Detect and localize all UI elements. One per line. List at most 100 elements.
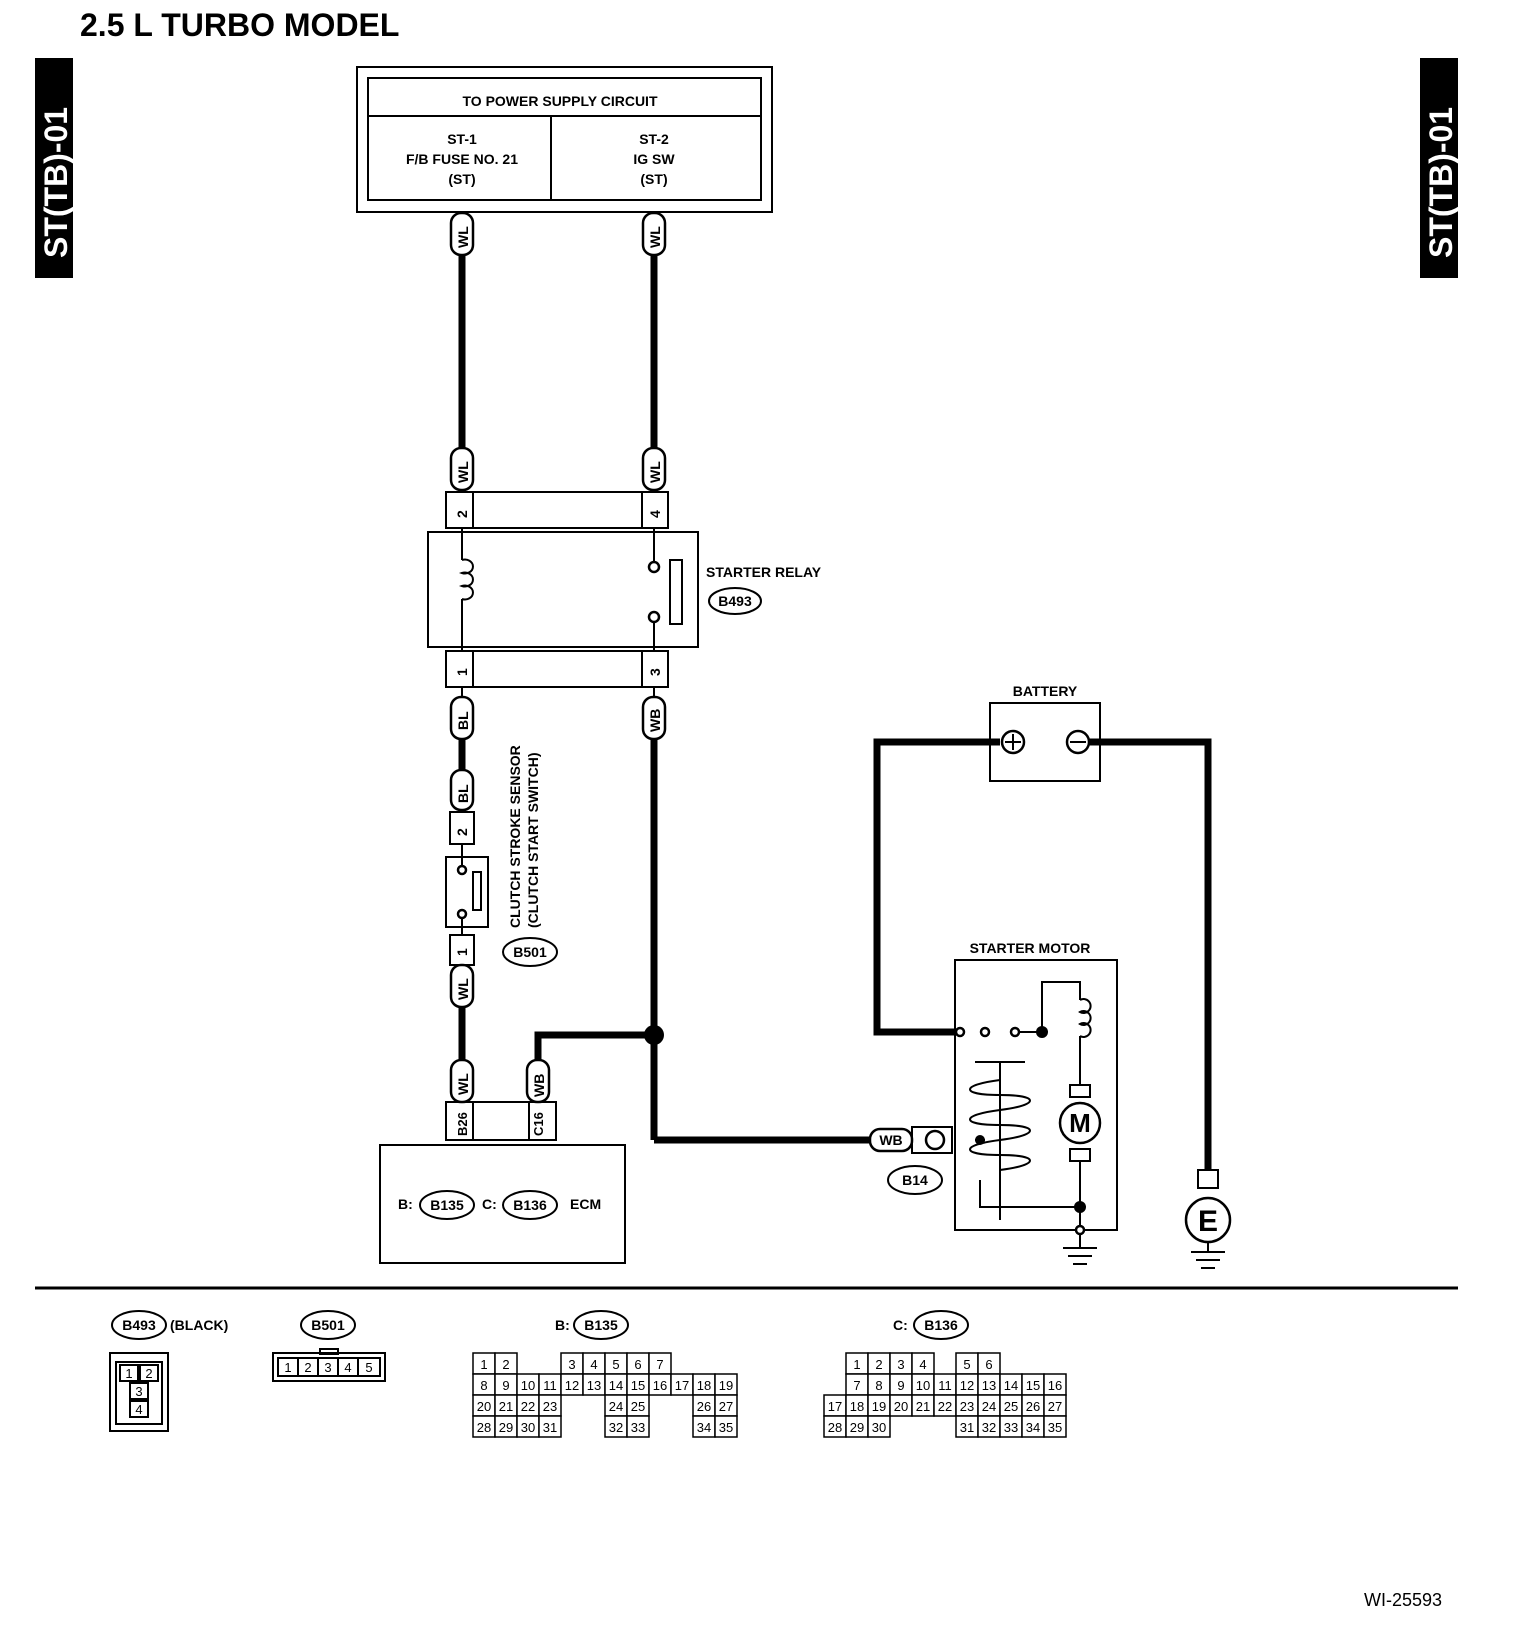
pin-number: 31 <box>543 1420 557 1435</box>
svg-text:BL: BL <box>455 784 471 803</box>
ground-symbol: E <box>1198 1205 1218 1238</box>
pin-number: 19 <box>719 1378 733 1393</box>
relay-pin-4: 4 <box>647 510 663 518</box>
pin-number: 7 <box>656 1357 663 1372</box>
pin-number: 24 <box>982 1399 996 1414</box>
pin-number: 15 <box>631 1378 645 1393</box>
pin-number: 1 <box>480 1357 487 1372</box>
pin-number: 33 <box>1004 1420 1018 1435</box>
wire-code-st1-top: WL <box>449 211 475 257</box>
wire-code-clutch-top: BL <box>449 768 475 812</box>
svg-text:3: 3 <box>324 1360 331 1375</box>
pin-number: 26 <box>697 1399 711 1414</box>
pin-number: 8 <box>480 1378 487 1393</box>
pin-number: 30 <box>521 1420 535 1435</box>
pin-number: 3 <box>897 1357 904 1372</box>
power-supply-header: TO POWER SUPPLY CIRCUIT <box>463 93 658 109</box>
svg-text:WL: WL <box>647 226 663 248</box>
st2-igsw-label: IG SW <box>633 151 675 167</box>
svg-text:5: 5 <box>365 1360 372 1375</box>
pin-number: 2 <box>875 1357 882 1372</box>
pin-number: 31 <box>960 1420 974 1435</box>
svg-text:1: 1 <box>284 1360 291 1375</box>
clutch-pin-2: 2 <box>454 828 470 836</box>
pin-number: 35 <box>1048 1420 1062 1435</box>
pin-number: 4 <box>590 1357 597 1372</box>
pin-number: 1 <box>853 1357 860 1372</box>
starter-relay-connector: B493 <box>718 593 752 609</box>
pin-number: 21 <box>499 1399 513 1414</box>
relay-pin-2: 2 <box>454 510 470 518</box>
ecm-c-prefix: C: <box>482 1196 497 1212</box>
pin-number: 22 <box>938 1399 952 1414</box>
ecm-label: ECM <box>570 1196 601 1212</box>
pin-number: 21 <box>916 1399 930 1414</box>
starter-motor: STARTER MOTOR M B14 <box>877 940 1118 1265</box>
pin-number: 22 <box>521 1399 535 1414</box>
pin-number: 7 <box>853 1378 860 1393</box>
side-tab-left-label: ST(TB)-01 <box>38 107 74 258</box>
legend-b501-code: B501 <box>311 1317 345 1333</box>
side-tab-right: ST(TB)-01 <box>1420 58 1459 278</box>
side-tab-left: ST(TB)-01 <box>35 58 74 278</box>
pin-number: 27 <box>1048 1399 1062 1414</box>
pin-number: 6 <box>634 1357 641 1372</box>
svg-text:WL: WL <box>455 226 471 248</box>
wire-code-relay-pin1: BL <box>449 695 475 741</box>
wire-code-ecm-c16: WB <box>525 1058 551 1104</box>
pin-number: 23 <box>960 1399 974 1414</box>
pin-number: 11 <box>938 1378 952 1393</box>
pin-cell <box>626 1415 650 1438</box>
svg-text:2: 2 <box>304 1360 311 1375</box>
st2-label: ST-2 <box>639 131 669 147</box>
pin-number: 4 <box>919 1357 926 1372</box>
page-title: 2.5 L TURBO MODEL <box>80 7 399 43</box>
ecm-pin-b26: B26 <box>455 1112 470 1136</box>
pin-number: 11 <box>543 1378 557 1393</box>
starter-motor-label: STARTER MOTOR <box>970 940 1091 956</box>
pin-number: 28 <box>477 1420 491 1435</box>
pin-number: 34 <box>697 1420 711 1435</box>
pin-cell <box>538 1415 562 1438</box>
clutch-stroke-sensor: 2 1 CLUTCH STROKE SENSOR (CLUTCH START S… <box>445 745 558 967</box>
pin-number: 14 <box>1004 1378 1018 1393</box>
pin-number: 16 <box>653 1378 667 1393</box>
svg-text:WL: WL <box>455 978 471 1000</box>
legend-b135-prefix: B: <box>555 1317 570 1333</box>
svg-text:WL: WL <box>455 1073 471 1095</box>
svg-text:3: 3 <box>135 1384 142 1399</box>
legend-b493: B493 (BLACK) 1 2 3 4 <box>109 1310 228 1432</box>
svg-text:WL: WL <box>455 461 471 483</box>
svg-text:1: 1 <box>125 1366 132 1381</box>
wire-code-ecm-b26: WL <box>449 1058 475 1104</box>
svg-text:2: 2 <box>145 1366 152 1381</box>
side-tab-right-label: ST(TB)-01 <box>1423 107 1459 258</box>
svg-text:WL: WL <box>647 461 663 483</box>
pin-number: 9 <box>502 1378 509 1393</box>
pin-number: 32 <box>982 1420 996 1435</box>
pin-number: 12 <box>565 1378 579 1393</box>
power-supply-box: TO POWER SUPPLY CIRCUIT ST-1 F/B FUSE NO… <box>356 66 773 213</box>
pin-number: 34 <box>1026 1420 1040 1435</box>
pin-number: 6 <box>985 1357 992 1372</box>
legend-b135-code: B135 <box>584 1317 618 1333</box>
pin-number: 10 <box>521 1378 535 1393</box>
pin-number: 5 <box>963 1357 970 1372</box>
svg-text:4: 4 <box>344 1360 351 1375</box>
pin-number: 24 <box>609 1399 623 1414</box>
svg-text:BL: BL <box>455 711 471 730</box>
ecm-connector-c: B136 <box>513 1197 547 1213</box>
pin-number: 29 <box>499 1420 513 1435</box>
starter-relay: 2 4 1 3 STARTER RELAY B493 <box>427 491 822 697</box>
starter-motor-connector: B14 <box>902 1172 928 1188</box>
pin-number: 2 <box>502 1357 509 1372</box>
ecm: B26 C16 B: B135 C: B136 ECM <box>379 1101 626 1264</box>
svg-text:4: 4 <box>135 1402 142 1417</box>
pin-number: 20 <box>477 1399 491 1414</box>
pin-cell <box>1043 1415 1067 1438</box>
pin-number: 5 <box>612 1357 619 1372</box>
